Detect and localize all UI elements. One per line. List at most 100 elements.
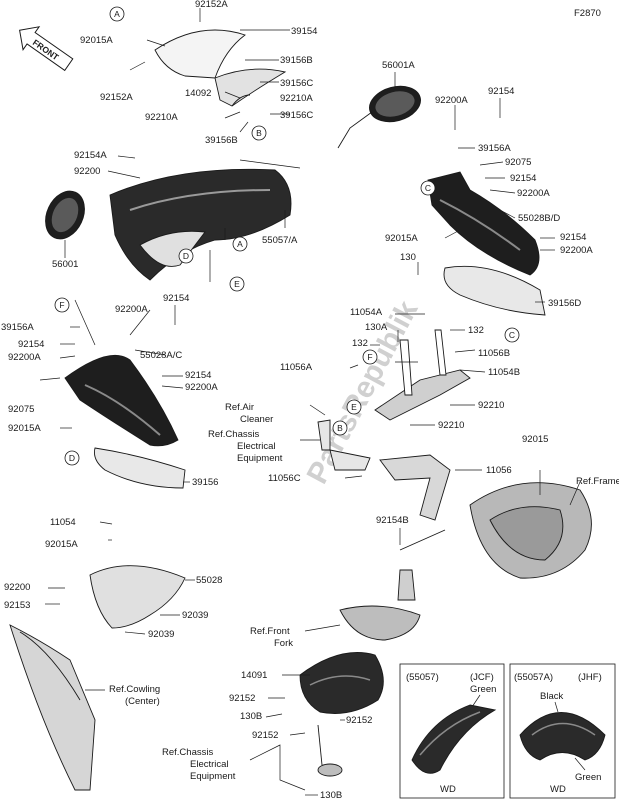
diagram-code: F2870 [574,8,601,19]
marker-a-2: A [232,236,248,252]
svg-text:F: F [59,300,64,310]
marker-b-2: B [332,420,348,436]
inset-jhf: (55057A) (JHF) Black Green WD [509,663,616,799]
inset-jcf-footer: WD [440,784,456,795]
upper-cowl-illustration [109,159,301,281]
callout-39156b-a: 39156B [280,55,313,66]
callout-92200a-l3: 92200A [185,382,218,393]
ref-chassis1-1: Ref.Chassis [208,429,259,440]
inset-jhf-market: (JHF) [578,672,602,683]
bracket-assembly-illustration [317,329,471,551]
inset-jcf-color: Green [470,684,496,695]
callout-92154-l3: 92154 [185,370,211,381]
callout-11054a: 11054A [350,307,383,318]
marker-a-1: A [109,6,125,22]
svg-text:A: A [114,9,120,19]
marker-d-2: D [64,450,80,466]
callout-92075-l: 92075 [8,404,34,415]
steering-stem-illustration [339,569,421,641]
callout-92200-l: 92200 [74,166,100,177]
side-panel-right-illustration [427,171,546,316]
bracket-leaders [300,262,581,545]
ref-front-fork-1: Ref.Front [250,626,290,637]
svg-text:E: E [234,279,240,289]
callout-55028ac: 55028A/C [140,350,182,361]
lower-center-leaders [249,624,345,796]
svg-text:C: C [509,330,515,340]
callout-11056: 11056 [486,465,512,476]
callout-11056b: 11056B [478,348,510,359]
callout-92200-b: 92200 [4,582,30,593]
inner-cover-illustration [9,565,186,791]
marker-c-1: C [420,180,436,196]
callout-92152-b: 92152 [346,715,372,726]
marker-e-1: E [229,276,245,292]
ref-chassis1-3: Equipment [237,453,283,464]
callout-132-r: 132 [468,325,484,336]
callout-130b-b: 130B [320,790,342,800]
callout-56001: 56001 [52,259,78,270]
inset-jhf-part: (55057A) [514,672,553,683]
callout-11056a: 11056A [280,362,313,373]
callout-92154-r2: 92154 [510,173,536,184]
callout-39156c-b: 39156C [280,110,313,121]
ref-cowling-2: (Center) [125,696,160,707]
callout-39156a-r: 39156A [478,143,511,154]
callout-92153: 92153 [4,600,30,611]
upper-cowl-leaders [64,155,286,282]
callout-132-l: 132 [352,338,368,349]
callout-92154-tr: 92154 [488,86,514,97]
callout-92152a-top: 92152A [195,0,228,10]
callout-92200a-l1: 92200A [115,304,148,315]
callout-92152a-left: 92152A [100,92,133,103]
svg-text:B: B [337,423,343,433]
ref-cowling-1: Ref.Cowling [109,684,160,695]
frame-illustration [469,482,592,579]
callout-92015a-r: 92015A [385,233,418,244]
ref-air-cleaner-1: Ref.Air [225,402,254,413]
bracket-14091-illustration [299,652,384,777]
callout-39156d: 39156D [548,298,581,309]
inset-jcf-part: (55057) [406,672,439,683]
callout-92154-r3: 92154 [560,232,586,243]
mirror-left-illustration [45,190,85,240]
callout-92154a: 92154A [74,150,107,161]
marker-c-2: C [504,327,520,343]
callout-55028: 55028 [196,575,222,586]
inset-jhf-footer: WD [550,784,566,795]
callout-14092: 14092 [185,88,211,99]
ref-air-cleaner-2: Cleaner [240,414,273,425]
callout-92015a-top: 92015A [80,35,113,46]
callout-39156c-a: 39156C [280,78,313,89]
callout-92154-l2: 92154 [18,339,44,350]
marker-d-1: D [178,248,194,264]
svg-text:C: C [425,183,431,193]
ref-chassis2-3: Equipment [190,771,236,782]
callout-92200a-tr: 92200A [435,95,468,106]
callout-92210-a: 92210 [478,400,504,411]
callout-92210a-a: 92210A [280,93,313,104]
side-panel-left-illustration [64,354,186,489]
marker-e-2: E [346,399,362,415]
callout-130a: 130A [365,322,388,333]
inset-jhf-color-bottom: Green [575,772,601,783]
svg-text:A: A [237,239,243,249]
callout-55057a: 55057/A [262,235,298,246]
callout-92200a-r3: 92200A [560,245,593,256]
callout-92200a-r2: 92200A [517,188,550,199]
callout-92200a-l2: 92200A [8,352,41,363]
lower-left-leaders [45,521,195,691]
callout-92210-b: 92210 [438,420,464,431]
callout-92015-r: 92015 [522,434,548,445]
callout-55028bd: 55028B/D [518,213,560,224]
left-panel-leaders [39,299,190,483]
ref-chassis1-2: Electrical [237,441,276,452]
callout-92154-l1: 92154 [163,293,189,304]
svg-text:E: E [351,402,357,412]
svg-text:F: F [367,352,372,362]
callout-11054b: 11054B [488,367,520,378]
callout-92039-a: 92039 [182,610,208,621]
callout-130b-a: 130B [240,711,262,722]
inset-jhf-color-top: Black [540,691,563,702]
